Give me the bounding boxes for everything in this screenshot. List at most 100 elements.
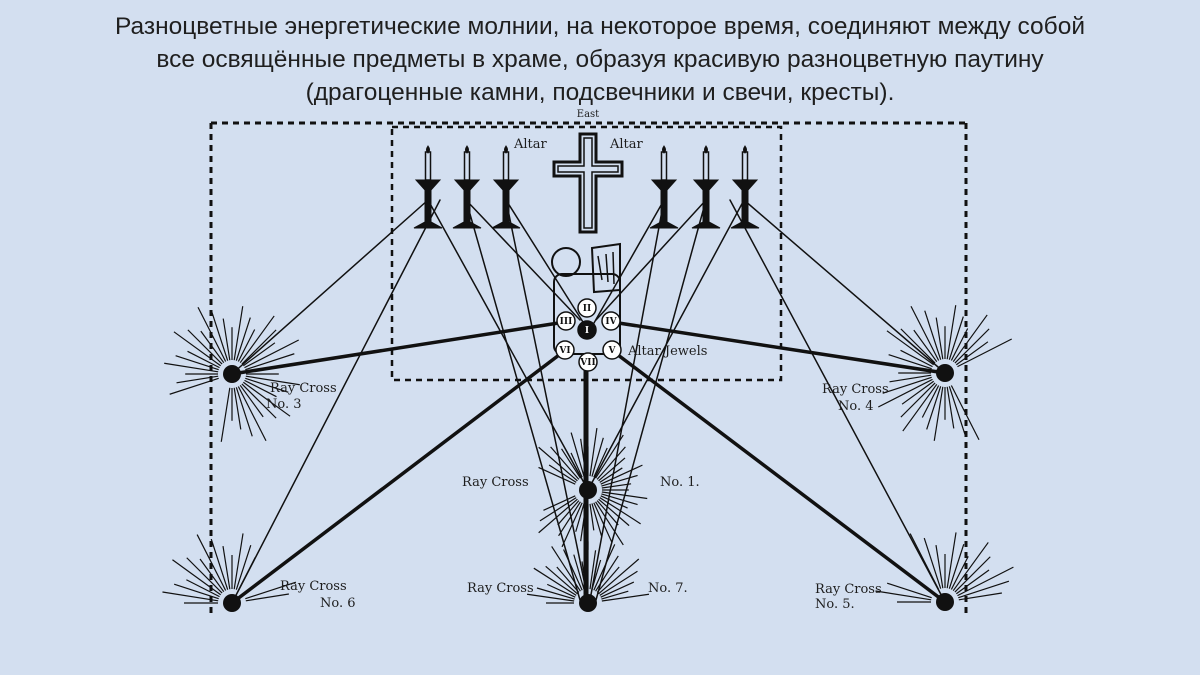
vessel-orb (551, 247, 581, 277)
burst-ray (176, 375, 219, 384)
burst-ray (948, 543, 965, 589)
burst-ray (551, 546, 581, 592)
jewel-vi (555, 340, 575, 360)
burst-ray (933, 386, 944, 441)
burst-ray (900, 382, 936, 418)
ray-line (595, 199, 707, 601)
candlestick-icon (691, 145, 721, 229)
burst-ray (948, 316, 964, 360)
ray-line (230, 320, 567, 376)
burst-ray (952, 314, 988, 363)
burst-ray (235, 317, 251, 361)
candlestick-icon (730, 145, 760, 229)
burst-ray (233, 306, 244, 361)
burst-ray (875, 590, 932, 601)
ray-line (589, 199, 665, 331)
burst-ray (570, 432, 585, 477)
burst-ray (242, 381, 291, 417)
burst-ray (601, 493, 638, 506)
ray-cross-1-title: Ray Cross (462, 475, 529, 490)
burst-ray (877, 361, 932, 372)
burst-ray (958, 580, 1010, 599)
burst-ray (570, 452, 583, 478)
burst-ray (600, 495, 628, 509)
burst-ray (172, 559, 222, 596)
burst-ray (600, 464, 643, 485)
burst-ray (589, 427, 598, 477)
ray-cross-5-number: No. 5. (815, 597, 855, 612)
altar-jewels-label: Altar Jewels (627, 344, 707, 359)
burst-ray (241, 383, 277, 419)
burst-ray (593, 502, 613, 543)
burst-ray (599, 497, 641, 525)
burst-ray (601, 483, 632, 489)
ray-line (589, 199, 665, 601)
altar-label-right: Altar (609, 137, 644, 152)
burst-ray (596, 500, 619, 526)
burst-ray (901, 380, 935, 405)
burst-ray (220, 387, 231, 442)
burst-ray (561, 502, 583, 548)
burst-ray (593, 544, 616, 591)
burst-ray (546, 583, 576, 598)
burst-ray (599, 467, 623, 483)
ray-cross-6-number: No. 6 (320, 596, 356, 611)
ray-line (729, 199, 946, 603)
burst-ray (199, 558, 225, 593)
altar-cross-icon (552, 132, 624, 234)
ray-crosses (223, 364, 954, 612)
burst-ray (245, 353, 295, 371)
ray-cross-3-dot (223, 365, 241, 383)
burst-ray (538, 498, 578, 534)
burst-ray (591, 559, 602, 590)
burst-ray (924, 310, 942, 360)
ray-cross-4-dot (936, 364, 954, 382)
burst-ray (598, 498, 630, 527)
burst-ray (526, 593, 575, 602)
burst-ray (948, 386, 966, 436)
burst-ray (561, 448, 581, 479)
burst-ray (239, 384, 264, 418)
burst-ray (557, 500, 580, 526)
burst-ray (538, 446, 578, 482)
burst-ray (882, 376, 932, 394)
burst-ray (241, 329, 277, 365)
burst-ray (878, 378, 933, 408)
caption-line-1: Разноцветные энергетические молнии, на н… (114, 13, 1086, 40)
burst-ray (244, 339, 299, 369)
candlesticks (413, 145, 760, 229)
burst-ray (595, 555, 619, 592)
ray-cross-7-number: No. 7. (648, 581, 688, 596)
burst-ray (556, 566, 580, 593)
altar-label-left: Altar (513, 137, 548, 152)
burst-ray (242, 342, 276, 367)
candlestick-icon (491, 145, 521, 229)
burst-ray (926, 386, 942, 430)
burst-ray (196, 534, 227, 591)
jewel-numeral: V (608, 346, 617, 356)
burst-ray (536, 587, 575, 600)
burst-ray (596, 566, 620, 593)
burst-ray (573, 554, 585, 590)
ray-cross-6-title: Ray Cross (280, 579, 347, 594)
burst-ray (558, 501, 581, 537)
caption-line-2: все освящённые предметы в храме, образуя… (156, 46, 1044, 73)
burst-ray (596, 446, 626, 480)
ray-cross-7-title: Ray Cross (467, 581, 534, 596)
burst-ray (950, 328, 969, 361)
burst-ray (599, 570, 638, 596)
burst-ray (957, 566, 1014, 597)
burst-ray (886, 330, 935, 366)
ray-line (505, 199, 589, 601)
burst-ray (245, 375, 300, 386)
candlestick-icon (413, 145, 443, 229)
ray-cross-6-dot (223, 594, 241, 612)
ray-cross-4-title: Ray Cross (822, 382, 889, 397)
jewel-iii (556, 311, 576, 331)
burst-ray (946, 532, 957, 589)
ray-cross-3-number: No. 3 (266, 397, 302, 412)
burst-ray (187, 329, 223, 365)
burst-ray (598, 558, 640, 595)
burst-ray (946, 305, 957, 360)
burst-ray (233, 533, 244, 590)
